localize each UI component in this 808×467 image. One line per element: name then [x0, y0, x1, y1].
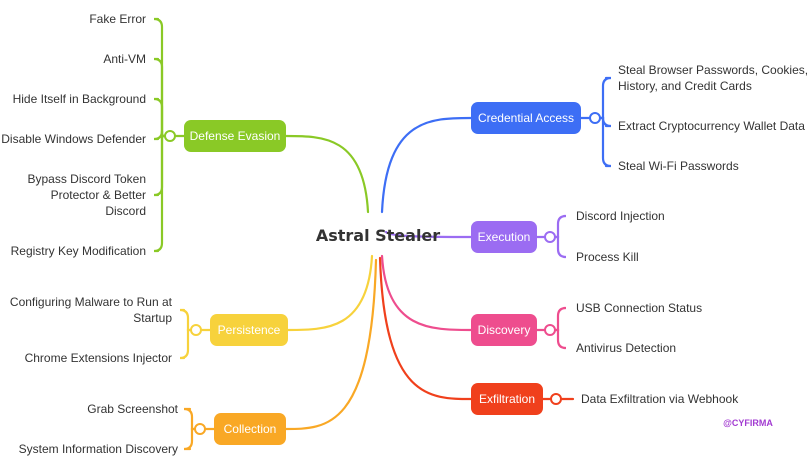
leaf-connector-discovery-1 — [548, 328, 567, 350]
branch-exfiltration-label: Exfiltration — [479, 392, 535, 406]
joint-persistence — [190, 324, 202, 336]
leaf-credential-0: Steal Browser Passwords, Cookies,History… — [618, 63, 808, 93]
leaf-execution-1: Process Kill — [576, 250, 639, 264]
branch-persistence-box — [210, 314, 288, 346]
joint-defense — [164, 130, 176, 142]
leaf-connector-execution-0 — [548, 214, 567, 239]
branch-discovery-box — [471, 314, 537, 346]
branch-collection-box — [214, 413, 286, 445]
leaf-connector-collection-0 — [183, 407, 202, 431]
joint-credential — [589, 112, 601, 124]
root-label: Astral Stealer — [316, 226, 440, 245]
branch-defense: Defense Evasion — [184, 120, 286, 152]
branch-discovery-label: Discovery — [478, 323, 531, 337]
branch-exfiltration: Exfiltration — [471, 383, 543, 415]
branch-collection: Collection — [214, 413, 286, 445]
leaf-collection-0: Grab Screenshot — [87, 402, 178, 416]
leaf-defense-5: Registry Key Modification — [11, 244, 146, 258]
leaf-connector-persistence-0 — [179, 308, 198, 332]
leaf-collection-1: System Information Discovery — [19, 442, 178, 456]
connector-persistence — [286, 254, 374, 332]
leaf-defense-2: Hide Itself in Background — [13, 92, 146, 106]
leaf-exfiltration-0: Data Exfiltration via Webhook — [581, 392, 739, 406]
leaf-execution-0: Discord Injection — [576, 209, 665, 223]
branch-execution-box — [471, 221, 537, 253]
branch-credential-box — [471, 102, 581, 134]
branch-persistence-label: Persistence — [218, 323, 281, 337]
leaf-discovery-1: Antivirus Detection — [576, 341, 676, 355]
connector-collection — [284, 258, 378, 431]
branch-collection-label: Collection — [224, 422, 277, 436]
leaf-connector-defense-5 — [153, 134, 172, 253]
leaf-connector-defense-2 — [153, 97, 172, 138]
connector-exfiltration — [378, 256, 473, 401]
leaf-credential-2: Steal Wi-Fi Passwords — [618, 159, 739, 173]
watermark: @CYFIRMA — [723, 418, 773, 428]
leaf-defense-3: Disable Windows Defender — [1, 132, 146, 146]
leaf-connector-credential-0 — [593, 76, 612, 120]
leaf-connector-discovery-0 — [548, 306, 567, 332]
leaf-connector-defense-1 — [153, 57, 172, 138]
leaf-connector-persistence-1 — [179, 328, 198, 360]
leaf-connector-defense-0 — [153, 17, 172, 138]
leaf-discovery-0: USB Connection Status — [576, 301, 702, 315]
joint-discovery — [544, 324, 556, 336]
branch-discovery: Discovery — [471, 314, 537, 346]
leaf-connector-collection-1 — [183, 427, 202, 451]
branch-defense-box — [184, 120, 286, 152]
connector-execution — [384, 230, 473, 239]
leaf-connector-credential-2 — [593, 116, 612, 168]
branch-execution-label: Execution — [478, 230, 531, 244]
branch-defense-label: Defense Evasion — [190, 129, 281, 143]
joint-exfiltration — [550, 393, 562, 405]
leaf-connector-defense-3 — [153, 130, 172, 141]
branch-exfiltration-box — [471, 383, 543, 415]
connector-credential — [380, 116, 473, 214]
leaf-defense-1: Anti-VM — [103, 52, 146, 66]
leaf-connector-execution-1 — [548, 235, 567, 259]
branch-credential-label: Credential Access — [478, 111, 574, 125]
branch-persistence: Persistence — [210, 314, 288, 346]
leaf-persistence-1: Chrome Extensions Injector — [25, 351, 172, 365]
connector-discovery — [380, 254, 473, 332]
joint-execution — [544, 231, 556, 243]
connector-defense — [284, 134, 370, 214]
branch-credential: Credential Access — [471, 102, 581, 134]
leaf-credential-1: Extract Cryptocurrency Wallet Data — [618, 119, 805, 133]
leaf-defense-0: Fake Error — [89, 12, 146, 26]
joint-collection — [194, 423, 206, 435]
branch-execution: Execution — [471, 221, 537, 253]
